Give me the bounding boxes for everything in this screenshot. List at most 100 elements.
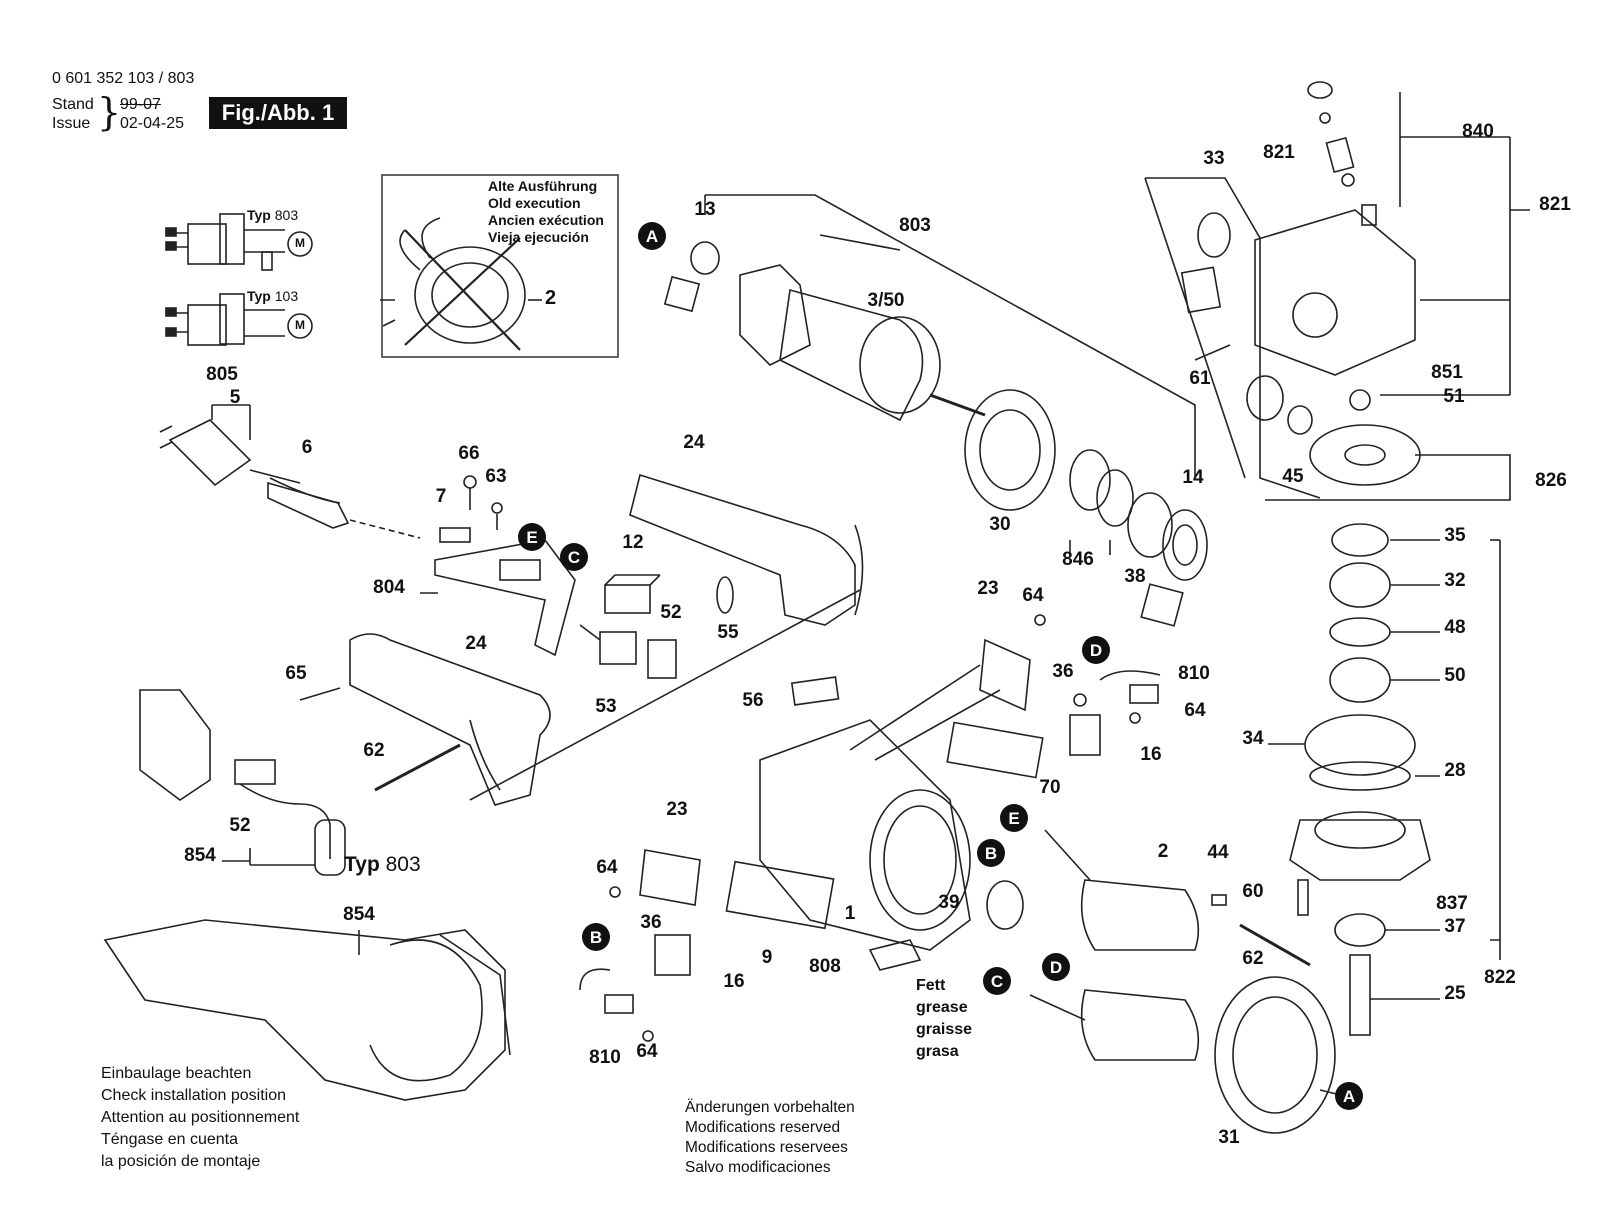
reference-marker-letter: B: [985, 844, 997, 863]
modifications-note-1: Änderungen vorbehalten: [685, 1099, 855, 1116]
brush-holder-left-drawing: [579, 849, 701, 1042]
part-label: 9: [762, 947, 773, 968]
wiring-803-typ: Typ: [247, 207, 271, 223]
reference-marker-circle: [1082, 636, 1110, 664]
part-label: 822: [1484, 967, 1516, 988]
part-label: 66: [458, 443, 479, 464]
typ-803-assembly-drawing: [139, 689, 346, 876]
reference-marker-circle: [1335, 1082, 1363, 1110]
part-label: 808: [809, 956, 841, 977]
part-label: 28: [1444, 760, 1465, 781]
part-label: 34: [1242, 728, 1264, 749]
part-label: 38: [1124, 566, 1145, 587]
part-label: 16: [1140, 744, 1161, 765]
gear-head-drawing: [1144, 81, 1530, 499]
reference-marker: A: [1335, 1082, 1363, 1110]
part-label: 52: [229, 815, 250, 836]
wiring-diagram-103: [165, 293, 313, 346]
part-label: 7: [436, 486, 447, 507]
part-label: 35: [1444, 525, 1466, 546]
issue-date: 02-04-25: [120, 115, 185, 132]
part-label: 803: [899, 215, 931, 236]
grease-note-fr: graisse: [916, 1021, 973, 1038]
old-execution-fr: Ancien exécution: [488, 212, 604, 228]
wiring-diagram-803: [165, 213, 313, 271]
part-label: 64: [636, 1041, 658, 1062]
reference-marker: D: [1082, 636, 1110, 664]
part-label: 51: [1443, 386, 1465, 407]
reference-marker-circle: [638, 222, 666, 250]
reference-marker: A: [638, 222, 666, 250]
typ-803-typ: Typ: [344, 853, 380, 876]
wiring-103-value: 103: [274, 288, 299, 304]
issue-label: Issue: [52, 115, 91, 132]
part-label: 13: [694, 199, 715, 220]
part-label: 70: [1039, 777, 1060, 798]
part-label: 821: [1539, 194, 1571, 215]
reference-marker-letter: E: [526, 528, 537, 547]
reference-marker-circle: [977, 839, 1005, 867]
part-label: 1: [845, 903, 856, 924]
part-label: 55: [717, 622, 739, 643]
part-label: 62: [363, 740, 384, 761]
part-12-drawing: [604, 574, 661, 614]
part-label: 60: [1242, 881, 1263, 902]
part-label: 804: [373, 577, 405, 598]
stand-label: Stand: [52, 96, 94, 113]
part-label: 23: [666, 799, 687, 820]
part-label: 851: [1431, 362, 1463, 383]
reference-marker-letter: C: [568, 548, 580, 567]
old-execution-en: Old execution: [488, 195, 581, 211]
spindle-stack-drawing: [1246, 375, 1511, 1036]
part-label: 24: [683, 432, 705, 453]
reference-marker-circle: [582, 923, 610, 951]
part-label: 36: [1052, 661, 1073, 682]
modifications-note-3: Modifications reservees: [685, 1139, 848, 1156]
part-label: 52: [660, 602, 681, 623]
reference-marker-letter: A: [646, 227, 658, 246]
reference-marker: E: [1000, 804, 1028, 832]
part-label: 2: [1158, 841, 1169, 862]
part-label: 826: [1535, 470, 1567, 491]
part-label: 14: [1182, 467, 1204, 488]
reference-marker-circle: [1000, 804, 1028, 832]
part-label: 62: [1242, 948, 1263, 969]
air-guide-ring-drawing: [1214, 976, 1346, 1134]
part-label: 48: [1444, 617, 1465, 638]
part-label: 805: [206, 364, 238, 385]
install-note-3: Attention au positionnement: [101, 1109, 300, 1126]
old-execution-de: Alte Ausführung: [488, 178, 598, 194]
part-label: 56: [742, 690, 763, 711]
part-label: 39: [938, 892, 959, 913]
reference-marker-letter: D: [1090, 641, 1102, 660]
part-52-53-drawing: [579, 624, 677, 679]
brace-icon: }: [97, 90, 122, 134]
reference-marker-letter: B: [590, 928, 602, 947]
part-label: 37: [1444, 916, 1465, 937]
part-label: 24: [465, 633, 487, 654]
motor-symbol-803: M: [295, 236, 305, 250]
part-label: 846: [1062, 549, 1094, 570]
modifications-note-2: Modifications reserved: [685, 1119, 841, 1136]
brush-right-drawing: [1069, 693, 1141, 756]
stator-drawing: [986, 829, 1311, 1061]
install-note-4: Téngase en cuenta: [101, 1131, 238, 1148]
reference-marker-circle: [1042, 953, 1070, 981]
part-label: 64: [1022, 585, 1044, 606]
part-label: 840: [1462, 121, 1494, 142]
part-label: 12: [622, 532, 643, 553]
part-label: 45: [1282, 466, 1304, 487]
part-number: 0 601 352 103 / 803: [52, 70, 195, 87]
old-stator-drawing: [380, 174, 619, 358]
part-label: 63: [485, 466, 506, 487]
part-label: 854: [343, 904, 375, 925]
reference-marker: D: [1042, 953, 1070, 981]
armature-drawing: [663, 194, 1196, 477]
handle-lower-drawing: [299, 589, 861, 806]
part-label: 30: [989, 514, 1010, 535]
part-label: 36: [640, 912, 661, 933]
modifications-note-4: Salvo modificaciones: [685, 1159, 831, 1176]
part-label: 3/50: [868, 290, 905, 311]
part-label: 31: [1218, 1127, 1240, 1148]
reference-marker: C: [983, 967, 1011, 995]
